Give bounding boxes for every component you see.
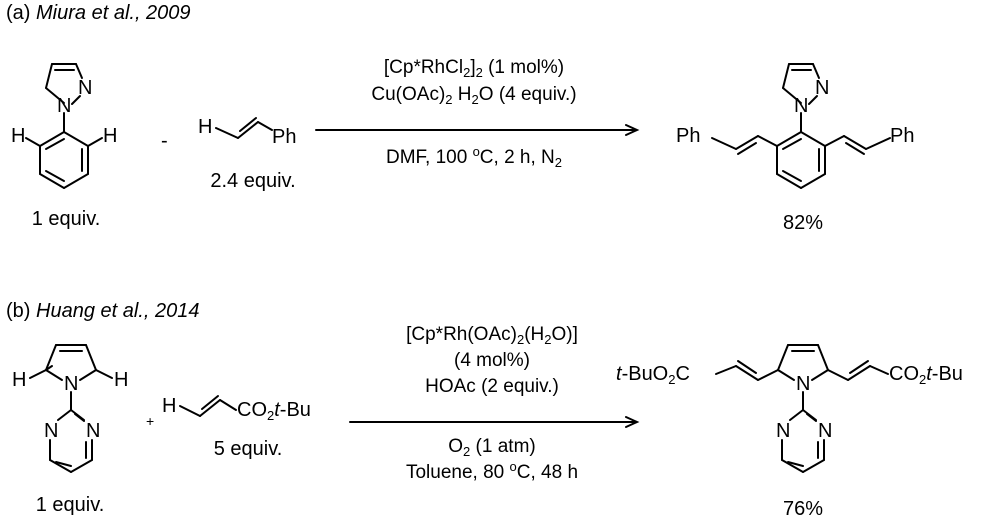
a-r1-pyrazole-n1: N	[57, 95, 72, 117]
b-r1-h-left: H	[12, 369, 27, 391]
b-r1-pyrimidine-n-right: N	[86, 420, 101, 442]
a-reactant1-amount: 1 equiv.	[31, 208, 101, 230]
panel-a-citation: Miura et al., 2009	[36, 2, 191, 24]
panel-b-citation: Huang et al., 2014	[36, 300, 200, 322]
a-product-pyrazole-n2: N	[815, 77, 830, 99]
b-reactant2-amount: 5 equiv.	[213, 438, 283, 460]
b-r1-pyrimidine-n-left: N	[44, 420, 59, 442]
b-condition-solvent: Toluene, 80 oC, 48 h	[405, 459, 579, 483]
b-product-structure	[715, 344, 889, 473]
a-r1-pyrazole-n2: N	[78, 77, 93, 99]
b-condition-catalyst: [Cp*Rh(OAc)2(H2O)]	[406, 324, 578, 347]
a-condition-oxidant: Cu(OAc)2 H2O (4 equiv.)	[371, 84, 577, 107]
b-r1-h-right: H	[114, 369, 129, 391]
a-condition-solvent: DMF, 100 oC, 2 h, N2	[385, 144, 563, 170]
b-product-ester-right: CO2t-Bu	[889, 363, 963, 387]
a-product-yield: 82%	[782, 212, 824, 234]
b-acrylate-structure	[179, 395, 237, 417]
b-reactant1-structure	[29, 344, 113, 473]
a-product-ph-left: Ph	[676, 125, 701, 147]
b-acrylate-ester: CO2t-Bu	[237, 399, 311, 423]
panel-a-letter: (a)	[6, 2, 31, 24]
a-product-ph-right: Ph	[890, 125, 915, 147]
b-acrylate-h: H	[162, 395, 177, 417]
a-r1-h-left: H	[11, 125, 26, 147]
a-r1-h-right: H	[103, 125, 118, 147]
b-product-pyrimidine-n-left: N	[776, 420, 791, 442]
a-reactant1-structure	[25, 63, 103, 189]
b-product-yield: 76%	[782, 498, 824, 520]
b-reaction-arrow	[349, 416, 640, 428]
b-plus-sign: +	[146, 413, 155, 429]
b-product-pyrimidine-n-right: N	[818, 420, 833, 442]
a-plus-sign: -	[161, 130, 168, 152]
b-product-ester-left: t-BuO2C	[616, 363, 690, 387]
a-reactant2-amount: 2.4 equiv.	[210, 170, 296, 192]
panel-b-header: (b) Huang et al., 2014	[6, 300, 199, 322]
a-product-pyrazole-n1: N	[794, 95, 809, 117]
b-condition-loading: (4 mol%)	[453, 350, 531, 371]
a-condition-catalyst: [Cp*RhCl2]2 (1 mol%)	[383, 57, 565, 80]
b-product-pyrrole-n: N	[796, 373, 811, 395]
panel-b-letter: (b)	[6, 300, 31, 322]
a-product-structure	[711, 63, 891, 189]
b-r1-pyrrole-n: N	[64, 373, 79, 395]
a-styrene-h: H	[198, 116, 213, 138]
a-styrene-structure	[215, 117, 273, 139]
panel-a-header: (a) Miura et al., 2009	[6, 2, 191, 24]
b-condition-additive: HOAc (2 equiv.)	[425, 376, 559, 397]
b-condition-oxidant: O2 (1 atm)	[448, 436, 536, 459]
a-reaction-arrow	[315, 124, 640, 136]
a-styrene-ph: Ph	[272, 126, 297, 148]
b-reactant1-amount: 1 equiv.	[35, 494, 105, 516]
